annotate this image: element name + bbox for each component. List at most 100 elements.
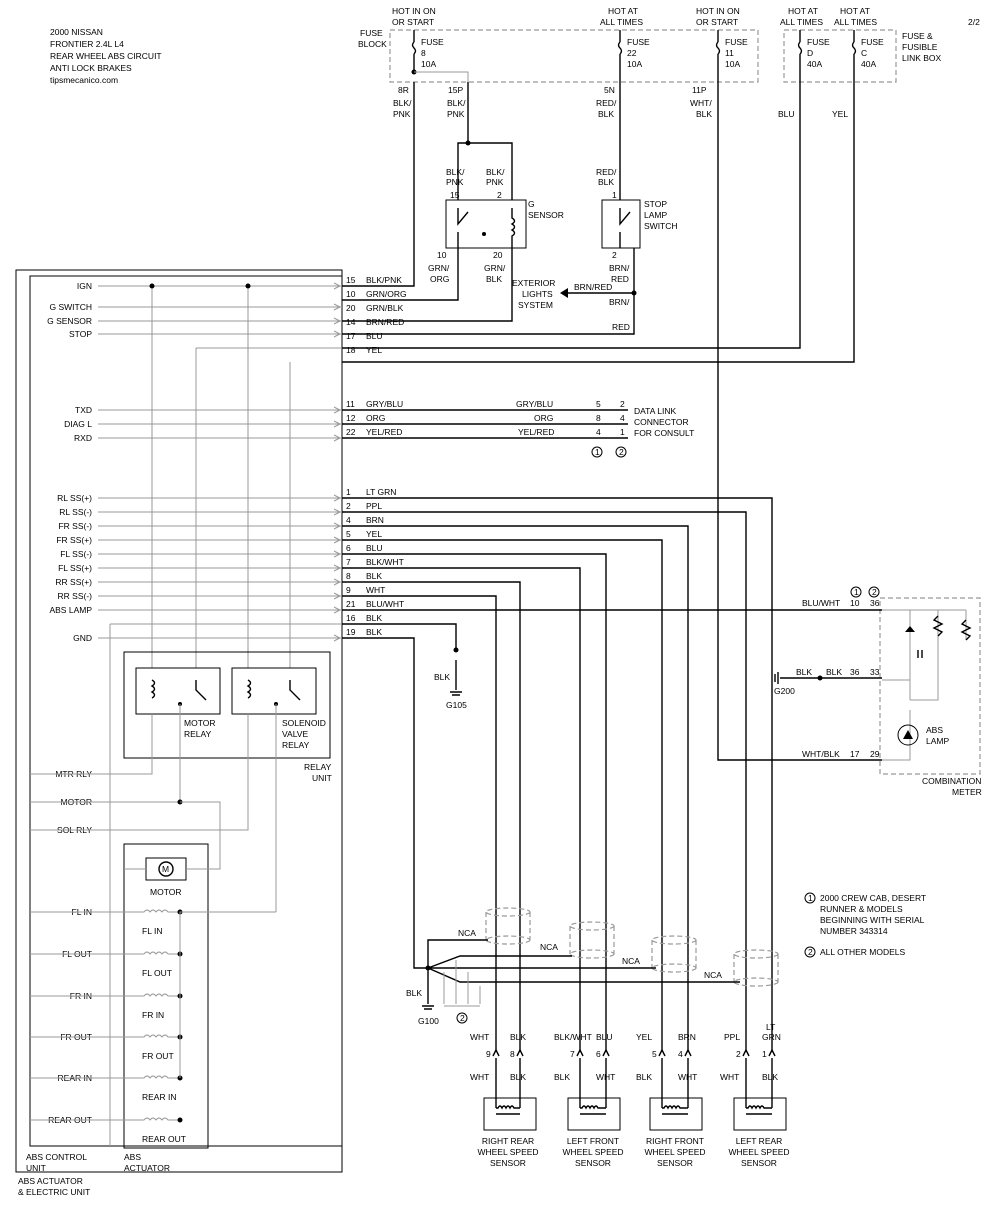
meter-box bbox=[879, 597, 981, 775]
connector-arrow-icon bbox=[333, 606, 342, 614]
sensor-name: WHEEL SPEED bbox=[728, 1147, 789, 1157]
dlc-pin2: 2 bbox=[620, 399, 625, 409]
sensor-name: RIGHT FRONT bbox=[646, 1136, 704, 1146]
coil-icon bbox=[246, 679, 252, 699]
abs-lamp-icon bbox=[897, 724, 919, 746]
coil-label: FR OUT bbox=[142, 1051, 174, 1061]
motor-relay-label: MOTOR bbox=[184, 718, 215, 728]
capacitor-icon bbox=[917, 650, 923, 658]
solenoid-coil-icon bbox=[30, 1117, 180, 1121]
combination-meter: 1 2 BLU/WHT 10 36 BLK 36 33 WHT/BLK 17 2… bbox=[802, 586, 982, 797]
circled-note-2 bbox=[456, 1012, 468, 1024]
wire-ign-feed bbox=[342, 82, 415, 287]
ground-icon bbox=[450, 691, 462, 696]
sensor-pin: 5 bbox=[652, 1049, 657, 1059]
connector-pin-number: 1 bbox=[346, 487, 351, 497]
connector-arrow-icon bbox=[333, 592, 342, 600]
shield-wiring: BLK G100 NCA NCA NCA NCA 2 bbox=[342, 637, 740, 1026]
hot-label-fusec: HOT AT bbox=[840, 6, 870, 16]
solenoid-relay-label: SOLENOID bbox=[282, 718, 326, 728]
sensor-box bbox=[483, 1097, 537, 1131]
circled-note-text: 1 bbox=[854, 587, 859, 597]
hot-label-fused: HOT AT bbox=[788, 6, 818, 16]
hot-label-fuse11: HOT IN ON bbox=[696, 6, 740, 16]
actuator-unit-label: ABS ACTUATOR bbox=[18, 1176, 83, 1186]
hot-label-fuse22: HOT AT bbox=[608, 6, 638, 16]
shield-icon bbox=[569, 926, 615, 954]
sensor-wire-label: BLK bbox=[510, 1032, 526, 1042]
circled-note-2 bbox=[615, 446, 627, 458]
sensor-wire-label: PPL bbox=[724, 1032, 740, 1042]
control-unit-input-label: FL SS(+) bbox=[58, 563, 92, 573]
g-sensor-box bbox=[445, 199, 527, 249]
note2-line: ALL OTHER MODELS bbox=[820, 947, 906, 957]
fuse-c: FUSE C 40A bbox=[851, 30, 884, 82]
sensor-coil-icon bbox=[496, 1105, 520, 1115]
header-line-2: FRONTIER 2.4L L4 bbox=[50, 39, 124, 49]
dlc-pin1: 5 bbox=[596, 399, 601, 409]
shield-icon bbox=[651, 935, 697, 945]
solenoid-coil-icon bbox=[30, 951, 180, 955]
coil-label: FR IN bbox=[142, 1010, 164, 1020]
g-sensor-label: G bbox=[528, 199, 535, 209]
circled-note-text: 1 bbox=[595, 447, 600, 457]
link-box-label-1: FUSE & bbox=[902, 31, 933, 41]
solenoid-relay-label: RELAY bbox=[282, 740, 310, 750]
wire-label: BRN/RED bbox=[574, 282, 612, 292]
sensor-box bbox=[733, 1097, 787, 1131]
control-unit-input-label: FL SS(-) bbox=[60, 549, 92, 559]
exterior-lights-label: SYSTEM bbox=[518, 300, 553, 310]
wire-label: BLK/ bbox=[446, 167, 465, 177]
sensor-wire-label: GRN bbox=[762, 1032, 781, 1042]
sensor-pin: 7 bbox=[570, 1049, 575, 1059]
sensor-wire-label: WHT bbox=[470, 1072, 489, 1082]
dlc-label: DATA LINK bbox=[634, 406, 677, 416]
wire-label: GRN/ bbox=[484, 263, 506, 273]
sensor-name: SENSOR bbox=[657, 1158, 693, 1168]
sensor-pin: 2 bbox=[736, 1049, 741, 1059]
connector-arrow-icon bbox=[333, 494, 342, 502]
connector-arrow-icon bbox=[333, 550, 342, 558]
sensor-wire-label: BLK bbox=[636, 1072, 652, 1082]
connector-pin-number: 18 bbox=[346, 345, 356, 355]
fuse-11-num: 11 bbox=[725, 48, 734, 58]
connector-pin-color: BLK bbox=[366, 613, 382, 623]
wire-label: BLK bbox=[796, 667, 812, 677]
connector-pin-color: WHT bbox=[366, 585, 385, 595]
connector-pin-color: GRY/BLU bbox=[366, 399, 403, 409]
page-number: 2/2 bbox=[968, 17, 980, 27]
fuse-block-label-1: FUSE bbox=[360, 28, 383, 38]
circled-note-text: 1 bbox=[808, 893, 813, 903]
diagram-header: 2000 NISSAN FRONTIER 2.4L L4 REAR WHEEL … bbox=[50, 17, 980, 85]
control-unit-input-label: RR SS(-) bbox=[58, 591, 93, 601]
sensor-wire bbox=[342, 553, 607, 1052]
hot-label-fuse8: HOT IN ON bbox=[392, 6, 436, 16]
fuse-d: FUSE D 40A bbox=[797, 30, 830, 82]
sensor-wire bbox=[342, 581, 521, 1052]
stop-switch-label: STOP bbox=[644, 199, 667, 209]
note1-line: NUMBER 343314 bbox=[820, 926, 888, 936]
pin-15p: 15P bbox=[448, 85, 463, 95]
fuse-c-num: C bbox=[861, 48, 867, 58]
abs-actuator: M MOTOR ABS ACTUATOR bbox=[123, 801, 221, 1173]
coil-label: FL OUT bbox=[142, 968, 172, 978]
meter-wire: WHT/BLK bbox=[802, 749, 840, 759]
meter-pin: 17 bbox=[850, 749, 860, 759]
circled-note-text: 2 bbox=[872, 587, 877, 597]
sensor-lead bbox=[745, 1058, 773, 1108]
shield-icon bbox=[485, 935, 531, 945]
connector-arrow-icon bbox=[333, 508, 342, 516]
sensor-name: RIGHT REAR bbox=[482, 1136, 534, 1146]
splice bbox=[817, 675, 823, 681]
control-unit-input-label: GND bbox=[73, 633, 92, 643]
fuse-8-name: FUSE bbox=[421, 37, 444, 47]
connector-arrow-icon bbox=[333, 578, 342, 586]
sensor-coil-icon bbox=[662, 1105, 688, 1115]
wire-label: GRN/ bbox=[428, 263, 450, 273]
coil-label: REAR IN bbox=[142, 1092, 176, 1102]
sensor-wire bbox=[342, 511, 747, 1052]
diode-icon bbox=[905, 626, 915, 632]
splice bbox=[177, 1117, 183, 1123]
ground-g100-label: G100 bbox=[418, 1016, 439, 1026]
